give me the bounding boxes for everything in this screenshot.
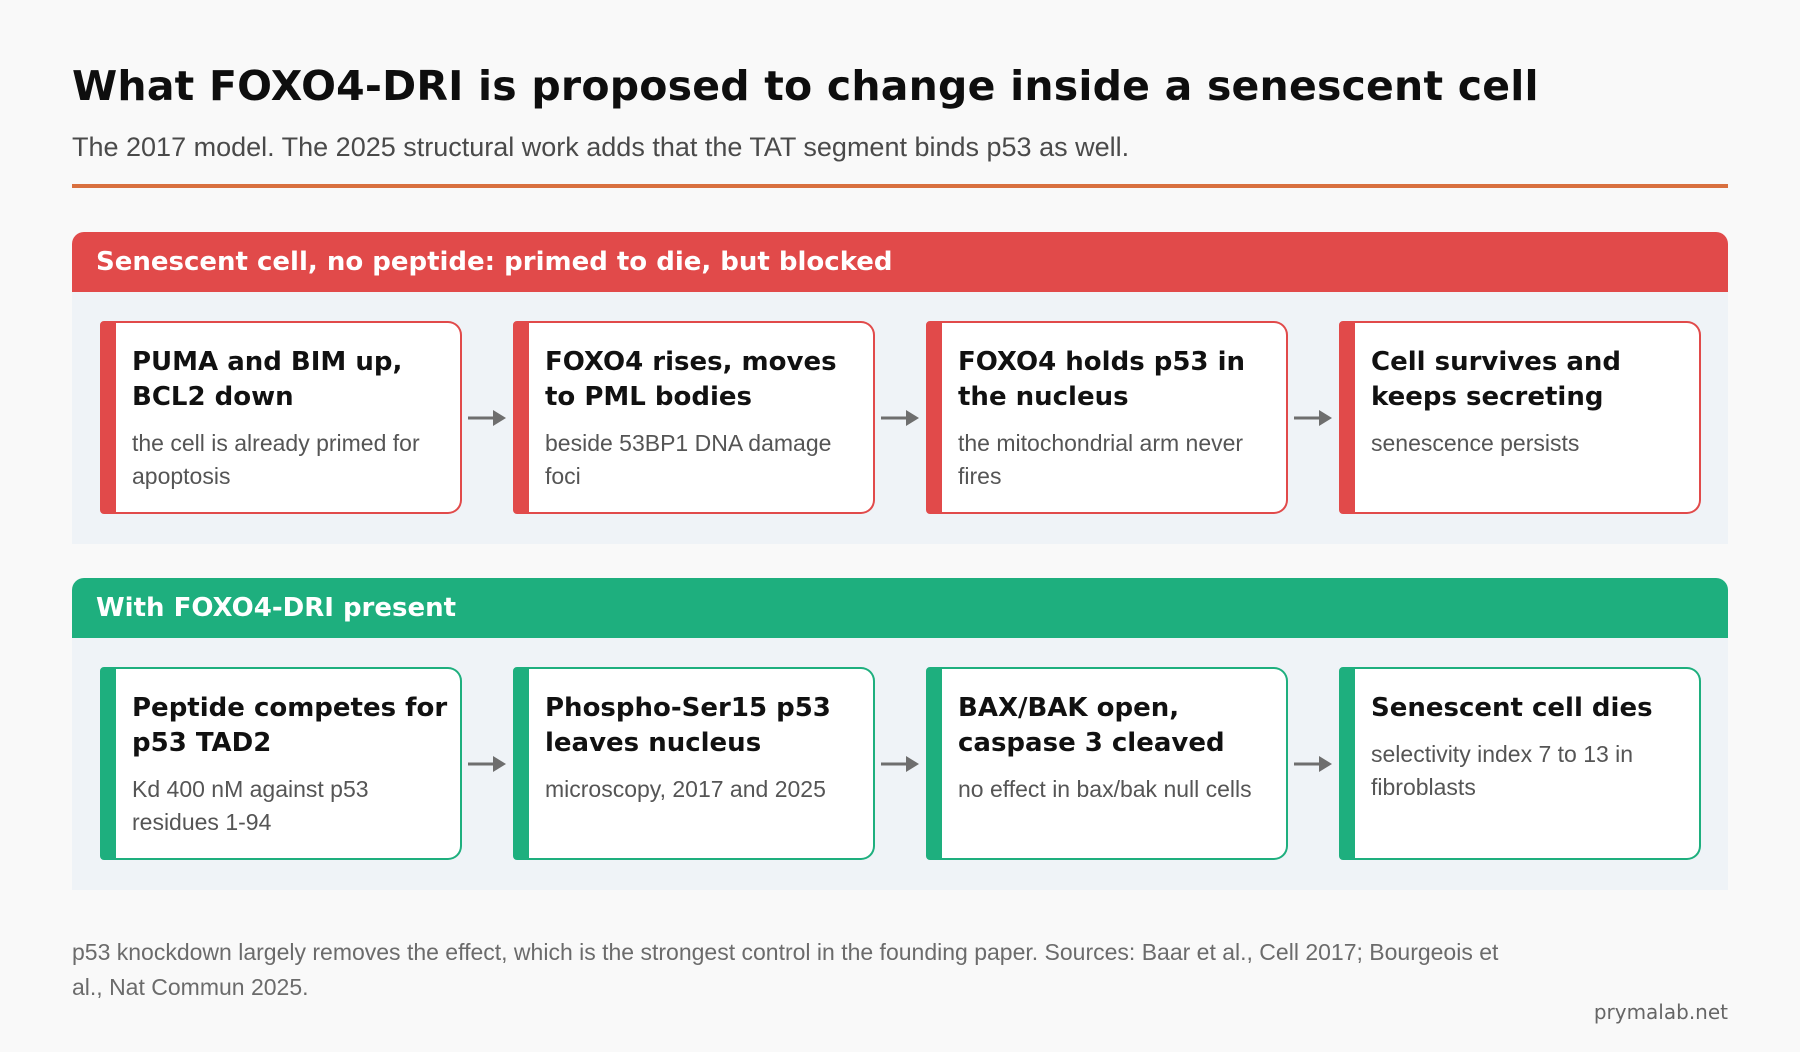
infographic: What FOXO4-DRI is proposed to change ins… xyxy=(72,0,1728,1052)
step-title: PUMA and BIM up, BCL2 down xyxy=(132,347,403,412)
arrow-right-icon xyxy=(1294,410,1332,426)
panel-header: Senescent cell, no peptide: primed to di… xyxy=(72,232,1728,292)
step-title: Phospho-Ser15 p53 leaves nucleus xyxy=(545,693,831,758)
step-title: BAX/BAK open, caspase 3 cleaved xyxy=(958,693,1225,758)
arrow-right-icon xyxy=(881,410,919,426)
arrow-right-icon xyxy=(468,410,506,426)
brand-watermark[interactable]: prymalab.net xyxy=(1593,1000,1728,1024)
step-card: Cell survives and keeps secreting senesc… xyxy=(1339,321,1701,514)
step-description: the cell is already primed for apoptosis xyxy=(132,430,420,489)
step-description: the mitochondrial arm never fires xyxy=(958,430,1244,489)
step-title: Cell survives and keeps secreting xyxy=(1371,347,1622,412)
step-description: selectivity index 7 to 13 in fibroblasts xyxy=(1371,741,1634,800)
arrow-right-icon xyxy=(881,756,919,772)
step-title: FOXO4 holds p53 in the nucleus xyxy=(958,347,1245,412)
panel-header: With FOXO4-DRI present xyxy=(72,578,1728,638)
panel-with-peptide: With FOXO4-DRI present Peptide competes … xyxy=(72,578,1728,890)
step-card: Senescent cell dies selectivity index 7 … xyxy=(1339,667,1701,860)
step-description: microscopy, 2017 and 2025 xyxy=(545,776,826,802)
arrow-right-icon xyxy=(468,756,506,772)
arrow-right-icon xyxy=(1294,756,1332,772)
panel-no-peptide: Senescent cell, no peptide: primed to di… xyxy=(72,232,1728,544)
step-title: Senescent cell dies xyxy=(1371,693,1653,723)
step-title: FOXO4 rises, moves to PML bodies xyxy=(545,347,837,412)
accent-divider xyxy=(72,184,1728,188)
step-card: FOXO4 holds p53 in the nucleus the mitoc… xyxy=(926,321,1288,514)
step-description: no effect in bax/bak null cells xyxy=(958,776,1252,802)
panel-body: Peptide competes for p53 TAD2 Kd 400 nM … xyxy=(72,638,1728,890)
footnote: p53 knockdown largely removes the effect… xyxy=(72,939,1499,1000)
page-title: What FOXO4-DRI is proposed to change ins… xyxy=(72,62,1539,110)
panel-body: PUMA and BIM up, BCL2 down the cell is a… xyxy=(72,292,1728,544)
step-card: Peptide competes for p53 TAD2 Kd 400 nM … xyxy=(100,667,462,860)
page-subtitle: The 2017 model. The 2025 structural work… xyxy=(72,132,1130,162)
step-description: senescence persists xyxy=(1371,430,1580,456)
step-card: FOXO4 rises, moves to PML bodies beside … xyxy=(513,321,875,514)
step-description: beside 53BP1 DNA damage foci xyxy=(545,430,832,489)
step-card: Phospho-Ser15 p53 leaves nucleus microsc… xyxy=(513,667,875,860)
step-card: PUMA and BIM up, BCL2 down the cell is a… xyxy=(100,321,462,514)
step-description: Kd 400 nM against p53 residues 1-94 xyxy=(132,776,369,835)
step-title: Peptide competes for p53 TAD2 xyxy=(132,693,448,758)
step-card: BAX/BAK open, caspase 3 cleaved no effec… xyxy=(926,667,1288,860)
